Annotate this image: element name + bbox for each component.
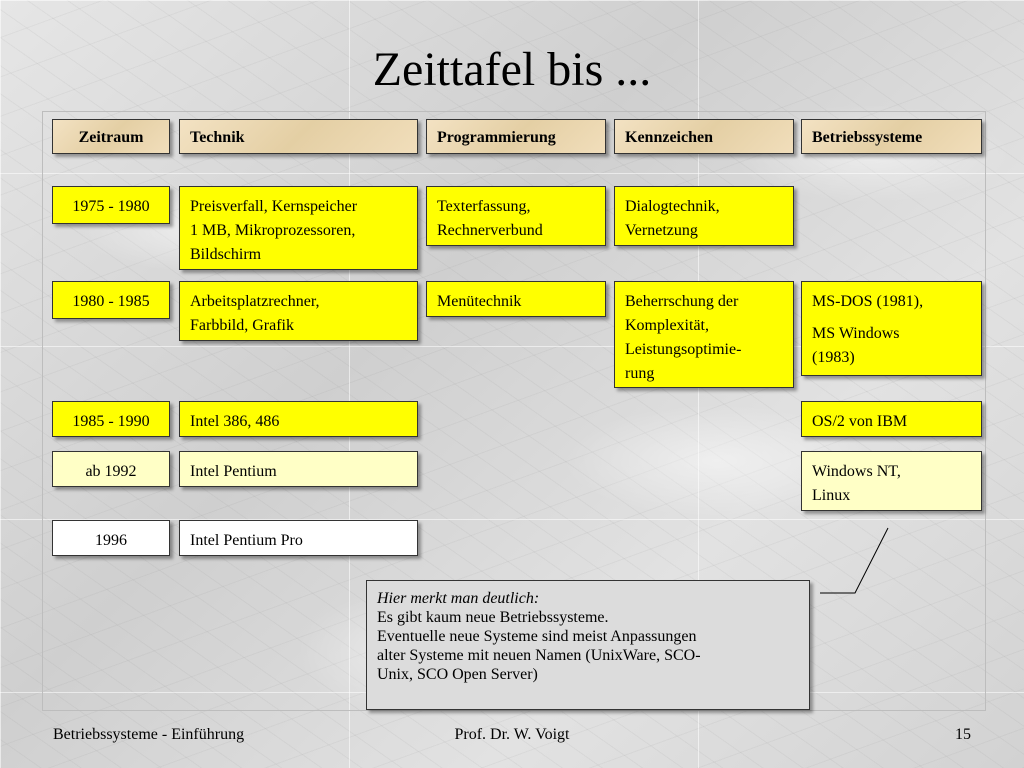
note-line-1: Es gibt kaum neue Betriebssysteme.: [377, 609, 609, 626]
row3-betriebssysteme: OS/2 von IBM: [801, 401, 982, 437]
row2-technik-line-2: Farbbild, Grafik: [190, 317, 294, 334]
slide-title: Zeittafel bis ...: [372, 43, 652, 96]
row2-technik: Arbeitsplatzrechner, Farbbild, Grafik: [179, 281, 418, 341]
row5-zeitraum: 1996: [52, 520, 170, 556]
row2-zeitraum: 1980 - 1985: [52, 281, 170, 319]
row2-betriebssysteme: MS-DOS (1981), MS Windows (1983): [801, 281, 982, 376]
row4-betriebssysteme-line-1: Windows NT,: [812, 463, 901, 480]
row1-programmierung-line-2: Rechnerverbund: [437, 222, 543, 239]
row2-kennzeichen-line-2: Komplexität,: [625, 317, 709, 334]
header-programmierung: Programmierung: [426, 119, 606, 154]
note-line-3: alter Systeme mit neuen Namen (UnixWare,…: [377, 647, 701, 664]
content-frame: [42, 111, 986, 711]
header-technik: Technik: [179, 119, 418, 154]
footer-course-title: Betriebssysteme - Einführung: [53, 726, 245, 743]
row5-technik-line-1: Intel Pentium Pro: [190, 532, 303, 549]
row2-technik-line-1: Arbeitsplatzrechner,: [190, 293, 320, 310]
row2-programmierung: Menütechnik: [426, 281, 606, 317]
row2-kennzeichen-line-4: rung: [625, 365, 655, 382]
row4-technik-line-1: Intel Pentium: [190, 463, 277, 480]
row1-zeitraum: 1975 - 1980: [52, 186, 170, 224]
row3-zeitraum: 1985 - 1990: [52, 401, 170, 437]
row3-betriebssysteme-line-1: OS/2 von IBM: [812, 413, 908, 430]
row2-betriebssysteme-line-1: MS-DOS (1981),: [812, 293, 924, 310]
row3-technik: Intel 386, 486: [179, 401, 418, 437]
row3-technik-line-1: Intel 386, 486: [190, 413, 280, 430]
row1-technik-line-1: Preisverfall, Kernspeicher: [190, 198, 358, 215]
row1-technik-line-3: Bildschirm: [190, 246, 262, 263]
row1-kennzeichen-line-2: Vernetzung: [625, 222, 698, 239]
row2-betriebssysteme-line-3: (1983): [812, 349, 855, 366]
row1-technik-line-2: 1 MB, Mikroprozessoren,: [190, 222, 356, 239]
note-intro: Hier merkt man deutlich:: [377, 590, 540, 607]
row4-technik: Intel Pentium: [179, 451, 418, 487]
row1-programmierung: Texterfassung, Rechnerverbund: [426, 186, 606, 246]
row1-technik: Preisverfall, Kernspeicher 1 MB, Mikropr…: [179, 186, 418, 270]
footer-page-number: 15: [955, 726, 971, 743]
row5-technik: Intel Pentium Pro: [179, 520, 418, 556]
footer-author: Prof. Dr. W. Voigt: [454, 726, 570, 743]
header-zeitraum: Zeitraum: [52, 119, 170, 154]
header-betriebssysteme: Betriebssysteme: [801, 119, 982, 154]
row4-betriebssysteme-line-2: Linux: [812, 487, 851, 504]
row2-betriebssysteme-line-2: MS Windows: [812, 325, 900, 342]
row2-programmierung-line-1: Menütechnik: [437, 293, 522, 310]
row4-zeitraum: ab 1992: [52, 451, 170, 487]
row4-betriebssysteme: Windows NT, Linux: [801, 451, 982, 511]
row2-kennzeichen-line-3: Leistungsoptimie-: [625, 341, 742, 358]
row1-kennzeichen: Dialogtechnik, Vernetzung: [614, 186, 794, 246]
header-kennzeichen: Kennzeichen: [614, 119, 794, 154]
note-line-4: Unix, SCO Open Server): [377, 666, 538, 683]
row2-kennzeichen-line-1: Beherrschung der: [625, 293, 739, 310]
note-line-2: Eventuelle neue Systeme sind meist Anpas…: [377, 628, 697, 645]
row1-programmierung-line-1: Texterfassung,: [437, 198, 531, 215]
callout-note: Hier merkt man deutlich: Es gibt kaum ne…: [366, 580, 810, 710]
row2-kennzeichen: Beherrschung der Komplexität, Leistungso…: [614, 281, 794, 388]
row1-kennzeichen-line-1: Dialogtechnik,: [625, 198, 720, 215]
